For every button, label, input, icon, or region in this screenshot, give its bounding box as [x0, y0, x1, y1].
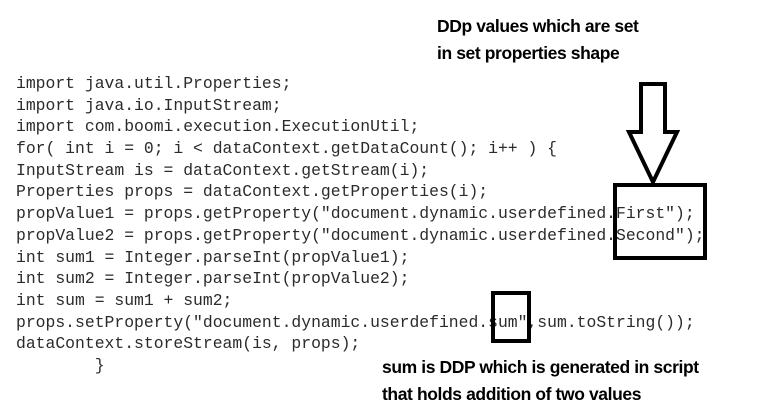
code-line: } [16, 355, 105, 375]
sum-ddp-highlight-box [491, 291, 531, 343]
code-line: import java.util.Properties; [16, 74, 292, 93]
caption-line: that holds addition of two values [382, 384, 642, 404]
down-arrow-icon [625, 82, 681, 186]
code-line: int sum2 = Integer.parseInt(propValue2); [16, 269, 410, 289]
code-line: import java.io.InputStream; [16, 95, 282, 115]
code-line: InputStream is = dataContext.getStream(i… [16, 160, 430, 180]
code-line: propValue1 = props.getProperty("document… [16, 204, 695, 224]
groovy-script-code: import java.util.Properties; import java.… [16, 73, 705, 377]
code-line: for( int i = 0; i < dataContext.getDataC… [16, 139, 557, 159]
caption-line: DDp values which are set [437, 16, 639, 36]
code-line: Properties props = dataContext.getProper… [16, 182, 489, 202]
caption-line: sum is DDP which is generated in script [382, 357, 699, 377]
ddp-values-caption: DDp values which are set in set properti… [437, 13, 639, 67]
caption-line: in set properties shape [437, 43, 620, 63]
code-line: propValue2 = props.getProperty("document… [16, 225, 705, 245]
code-line: int sum1 = Integer.parseInt(propValue1); [16, 247, 410, 267]
code-line: dataContext.storeStream(is, props); [16, 334, 361, 354]
ddp-names-highlight-box [613, 183, 707, 260]
code-line: props.setProperty("document.dynamic.user… [16, 312, 695, 332]
code-line: import com.boomi.execution.ExecutionUtil… [16, 117, 420, 137]
sum-ddp-caption: sum is DDP which is generated in script … [382, 354, 699, 407]
code-line: int sum = sum1 + sum2; [16, 290, 233, 310]
